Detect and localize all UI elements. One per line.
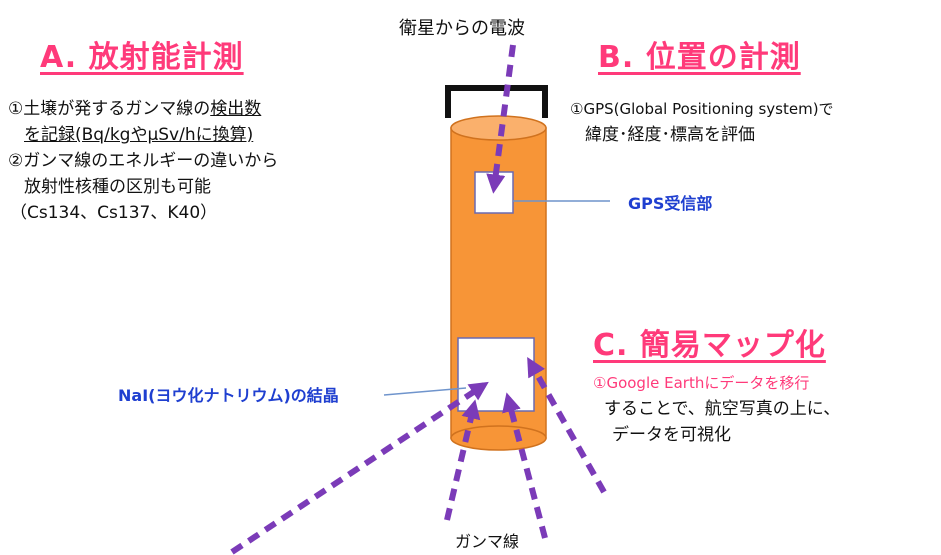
section-a-line-3: ②ガンマ線のエネルギーの違いから — [8, 151, 279, 171]
gamma-ray-arrow-3 — [502, 392, 548, 539]
section-a-line-4: 放射性核種の区別も可能 — [24, 177, 211, 197]
satellite-signal-arrow — [486, 44, 516, 194]
gamma-ray-arrow-1 — [230, 381, 489, 555]
section-b-line-1: ①GPS(Global Positioning system)で — [570, 100, 834, 118]
gamma-ray-label: ガンマ線 — [455, 532, 520, 551]
gps-receiver-label: GPS受信部 — [628, 194, 713, 213]
section-c-title: C. 簡易マップ化 — [593, 328, 826, 363]
gps-receiver-box — [474, 171, 514, 214]
section-a-line-1-mark: ガンマ線 — [125, 99, 194, 119]
section-a-line-1-pre: ①土壌が発する — [8, 99, 126, 119]
gamma-ray-arrow-4 — [527, 356, 607, 494]
section-a-line-2: を記録(Bq/kgやμSv/hに換算) — [24, 125, 254, 145]
section-b-title: B. 位置の計測 — [598, 40, 801, 75]
nai-crystal-label: NaI(ヨウ化ナトリウム)の結晶 — [118, 386, 339, 405]
section-c-line-3: データを可視化 — [612, 425, 731, 445]
section-a-line-1: ①土壌が発するガンマ線の検出数 — [8, 98, 261, 121]
satellite-signal-label: 衛星からの電波 — [399, 18, 525, 39]
section-c-line-2: することで、航空写真の上に、 — [604, 399, 841, 419]
section-b-line-2: 緯度･経度･標高を評価 — [585, 125, 755, 145]
nai-crystal-box — [457, 337, 535, 412]
detector-bottom — [450, 425, 547, 451]
section-a-line-1-underlined: 検出数 — [210, 99, 262, 119]
nai-callout-line — [383, 387, 467, 396]
section-a-line-5: （Cs134、Cs137、K40） — [10, 203, 218, 223]
section-a-line-1-mid: の — [193, 99, 211, 119]
detector-top — [450, 115, 547, 141]
section-a-title: A. 放射能計測 — [40, 40, 244, 75]
detector-handle — [445, 85, 548, 118]
section-c-line-1: ①Google Earthにデータを移行 — [593, 374, 810, 392]
